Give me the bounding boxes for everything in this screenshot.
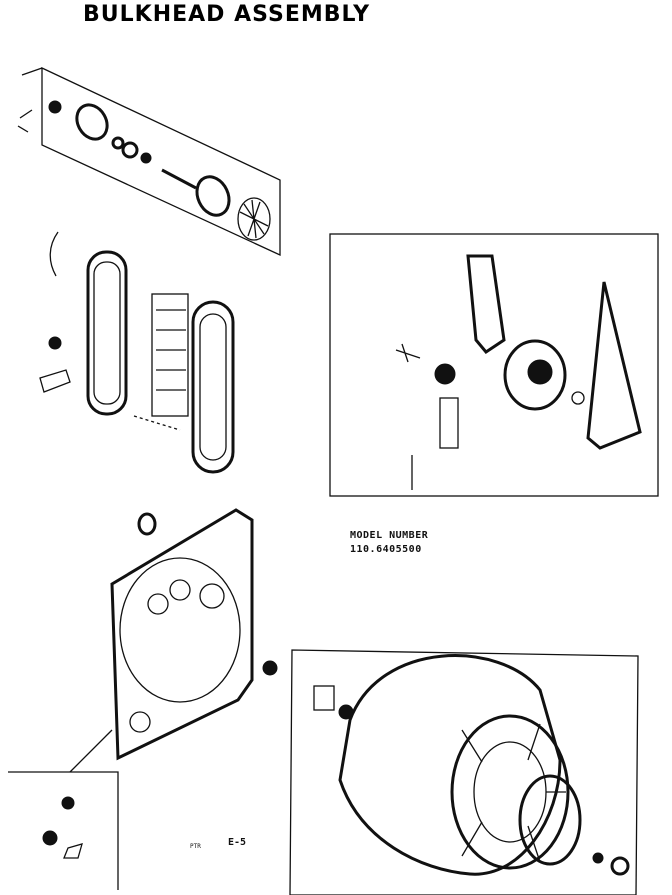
roller-part xyxy=(262,660,278,676)
motor-body-part xyxy=(503,339,567,411)
exhaust-duct-part xyxy=(191,300,235,474)
bulkhead-hole-1 xyxy=(169,579,191,601)
drum-baffles xyxy=(461,723,566,863)
drum-rear-hub xyxy=(473,741,547,843)
idler-pulley-part xyxy=(48,336,62,350)
wire-part xyxy=(49,231,59,277)
drum-group xyxy=(289,649,639,895)
bulkhead-panel-group xyxy=(69,508,278,773)
inset-leader-line xyxy=(69,729,113,773)
seal-ring-part xyxy=(137,512,157,536)
spacer-part xyxy=(140,152,152,164)
heater-coils xyxy=(156,309,186,391)
retainer-ring-part xyxy=(75,103,109,141)
bearing-panel-outline xyxy=(41,66,281,257)
drum-bracket-part xyxy=(313,685,335,711)
motor-belt-part xyxy=(466,254,506,354)
pulley-wheel-part xyxy=(571,391,585,405)
belt-part xyxy=(86,250,128,416)
model-number-label: MODEL NUMBER xyxy=(350,530,429,541)
bulkhead-panel-part xyxy=(110,508,254,761)
belt-inner-edge xyxy=(93,261,121,405)
leader-line xyxy=(21,67,43,76)
model-number-value: 110.6405500 xyxy=(350,544,422,555)
page-mark: PTR xyxy=(190,843,201,850)
motor-rotor-part xyxy=(527,359,553,385)
model-number-block: MODEL NUMBER 110.6405500 xyxy=(350,529,428,557)
motor-mount-part xyxy=(439,397,459,449)
drum-washer-part xyxy=(592,852,604,864)
fan-impeller-part xyxy=(237,197,271,241)
motor-screw-part xyxy=(395,343,421,363)
hardware-inset-frame xyxy=(8,771,119,890)
bearing-pulley-group xyxy=(17,66,281,257)
drive-belt-part xyxy=(586,281,642,450)
drum-shell-part xyxy=(338,654,562,876)
hardware-part-3 xyxy=(63,843,83,859)
page-code: E-5 xyxy=(228,837,247,848)
drum-inset-frame xyxy=(289,649,639,895)
motor-assembly-inset xyxy=(329,233,659,497)
bulkhead-hole-3 xyxy=(147,593,169,615)
duct-inner-edge xyxy=(199,313,227,461)
pulley-ring-part xyxy=(195,175,231,217)
duct-heater-group xyxy=(39,231,235,474)
idler-arm-part xyxy=(39,369,71,393)
impeller-blades xyxy=(239,199,269,239)
diagram-title: BULKHEAD ASSEMBLY xyxy=(83,2,371,27)
screw-part xyxy=(17,109,33,133)
drum-ring-part xyxy=(610,856,630,876)
shaft-part xyxy=(161,168,197,190)
bearing-part xyxy=(121,141,139,159)
bulkhead-hole-4 xyxy=(129,711,151,733)
heater-bracket-part xyxy=(151,293,189,417)
drum-rear-rim xyxy=(450,714,570,870)
washer-part xyxy=(111,136,125,150)
screw-row xyxy=(133,415,181,431)
drum-seal-part xyxy=(518,774,582,866)
hardware-part-1 xyxy=(61,796,75,810)
bulkhead-opening xyxy=(119,557,241,703)
hardware-part-2 xyxy=(42,830,58,846)
motor-pulley-part xyxy=(434,363,456,385)
bulkhead-hole-2 xyxy=(199,583,225,609)
motor-inset-frame xyxy=(329,233,659,497)
drum-roller-part xyxy=(338,704,354,720)
hardware-inset xyxy=(8,771,119,890)
nut-part xyxy=(48,100,62,114)
